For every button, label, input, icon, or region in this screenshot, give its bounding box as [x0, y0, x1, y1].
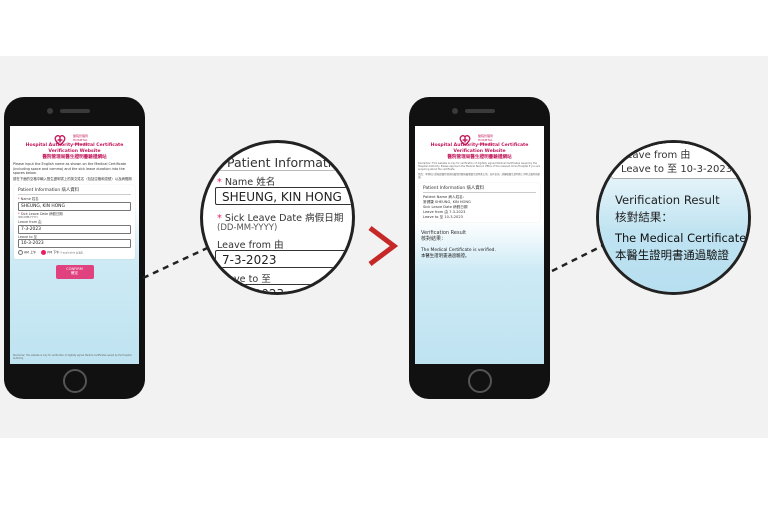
- name-input[interactable]: SHEUNG, KIN HONG: [18, 201, 131, 211]
- am-label: AM 上午: [24, 250, 37, 255]
- site-title-zh: 醫院管理局醫生證明書驗證網站: [42, 154, 107, 160]
- zoom-result-msg-zh: 本醫生證明書通過驗證: [615, 248, 729, 262]
- leave-to-label: Leave to 至: [18, 234, 38, 239]
- zoom-leave-from-input: 7-3-2023: [215, 250, 352, 268]
- required-icon: *: [18, 197, 21, 202]
- result-title-zh: 核對結果：: [421, 236, 447, 243]
- card-title: Patient Information 病人資料: [423, 186, 536, 194]
- site-title-en: Hospital Authority Medical Certificate V…: [25, 143, 124, 154]
- sick-leave-label: Sick Leave Date 病假日期: [423, 204, 468, 209]
- zoom-left-content: Patient Information * Name 姓名 SHEUNG, KI…: [203, 143, 352, 292]
- speaker: [464, 109, 495, 113]
- zoom-circle-right: Leave from 由 Leave to 至 10-3-2023 Verifi…: [596, 140, 751, 295]
- result-title-en: Verification Result: [421, 230, 467, 237]
- leave-to-input[interactable]: 10-3-2023: [18, 239, 131, 249]
- chevron-right-icon: [368, 226, 399, 266]
- instruction-zh: 請在下面的空格中輸入醫生證明書上的英文姓名（包括空格和逗號）以及病假期: [13, 177, 132, 181]
- dashed-line-left: [142, 241, 219, 280]
- confirm-button[interactable]: CONFIRM 確定: [55, 264, 94, 279]
- required-icon: *: [18, 211, 21, 216]
- patient-name-label: Patient Name 病人姓名：: [423, 195, 467, 200]
- site-title-en: Hospital Authority Medical Certificate V…: [430, 143, 529, 154]
- zoom-name-label: * Name 姓名: [217, 174, 275, 188]
- logo-text: 醫院管理局 HOSPITAL AUTHORITY: [478, 133, 496, 146]
- phone-left: 醫院管理局 HOSPITAL AUTHORITY Hospital Author…: [4, 97, 145, 399]
- leave-from-value: Leave from 由 7-3-2023: [423, 209, 466, 214]
- zoom-leave-from-label: Leave from 由: [217, 240, 284, 251]
- required-icon: *: [217, 177, 225, 188]
- ha-logo: 醫院管理局 HOSPITAL AUTHORITY: [415, 129, 544, 146]
- zoom-name-input: SHEUNG, KIN HONG: [215, 187, 352, 205]
- patient-info-card: Patient Information 病人資料 Patient Name 病人…: [419, 183, 540, 223]
- home-button[interactable]: [467, 369, 492, 393]
- zoom-divider: [203, 170, 352, 171]
- disclaimer-zh: 免責：本網站只供驗證醫院管理局簽發的數碼簽署醫生證明書之用。如有查詢，請聯絡醫生…: [418, 173, 540, 180]
- verification-result-message: The Medical Certificate is verified. 本醫生…: [421, 248, 538, 260]
- name-label: * Name 姓名: [18, 197, 131, 202]
- am-radio[interactable]: [18, 250, 23, 256]
- site-title-zh: 醫院管理局醫生證明書驗證網站: [447, 154, 512, 160]
- leave-from-input[interactable]: 7-3-2023: [18, 224, 131, 234]
- if-applicable-note: If applicable 如適用: [60, 251, 83, 255]
- zoom-leave-to: Leave to 至 10-3-2023: [621, 164, 733, 175]
- leave-to-value: Leave to 至 10-3-2023: [423, 214, 463, 219]
- result-msg-en: The Medical Certificate is verified.: [421, 248, 496, 254]
- zoom-right-content: Leave from 由 Leave to 至 10-3-2023 Verifi…: [599, 143, 748, 292]
- disclaimer-en: Disclaimer: This website is only for ver…: [418, 162, 541, 172]
- phone-right: 醫院管理局 HOSPITAL AUTHORITY Hospital Author…: [409, 97, 550, 399]
- disclaimer: Disclaimer: This website is only for ver…: [13, 354, 132, 361]
- result-msg-zh: 本醫生證明書通過驗證。: [421, 254, 470, 260]
- am-pm-radios: AM 上午 PM 下午 If applicable 如適用: [18, 250, 131, 256]
- camera: [46, 108, 53, 114]
- leave-from-label: Leave from 由: [18, 219, 42, 224]
- instruction-en: Please input the English name as shown o…: [13, 162, 127, 175]
- home-button[interactable]: [62, 369, 87, 393]
- patient-info-card: Patient Information 病人資料 * Name 姓名 SHEUN…: [14, 185, 135, 259]
- zoom-circle-left: Patient Information * Name 姓名 SHEUNG, KI…: [200, 140, 355, 295]
- zoom-sick-leave-label-text: Sick Leave Date 病假日期: [224, 213, 344, 224]
- zoom-result-title-zh: 核對結果：: [615, 210, 673, 224]
- pm-label: PM 下午: [47, 250, 60, 255]
- zoom-name-label-text: Name 姓名: [224, 177, 276, 188]
- zoom-leave-to-label: Leave to 至: [217, 274, 271, 285]
- screen-gradient: [415, 221, 544, 364]
- sick-leave-label: * Sick Leave Date 病假日期: [18, 212, 131, 217]
- ha-logo-icon: [54, 134, 66, 146]
- phone-right-screen: 醫院管理局 HOSPITAL AUTHORITY Hospital Author…: [415, 126, 544, 364]
- zoom-result-title-en: Verification Result: [615, 193, 720, 207]
- pm-radio[interactable]: [41, 250, 47, 256]
- speaker: [59, 109, 90, 113]
- patient-name-value: 常健康 SHEUNG, KIN HONG: [423, 200, 471, 205]
- confirm-label-en: CONFIRM: [66, 266, 83, 271]
- camera: [451, 108, 458, 114]
- zoom-sick-leave-label: * Sick Leave Date 病假日期: [217, 210, 343, 224]
- phone-left-screen: 醫院管理局 HOSPITAL AUTHORITY Hospital Author…: [10, 126, 139, 364]
- confirm-label-zh: 確定: [70, 271, 79, 276]
- sick-leave-label-text: Sick Leave Date 病假日期: [20, 211, 63, 216]
- verification-result-title: Verification Result 核對結果：: [421, 230, 538, 242]
- zoom-leave-from: Leave from 由: [621, 150, 691, 161]
- zoom-card-box: [611, 143, 748, 179]
- date-format-hint: (DD-MM-YYYY): [18, 215, 38, 220]
- ha-logo: 醫院管理局 HOSPITAL AUTHORITY: [10, 129, 139, 146]
- ha-logo-icon: [459, 134, 471, 146]
- required-icon: *: [217, 213, 225, 224]
- name-label-text: Name 姓名: [20, 197, 39, 202]
- zoom-heading: Patient Information: [227, 155, 347, 170]
- zoom-date-format: (DD-MM-YYYY): [217, 223, 278, 233]
- card-title: Patient Information 病人資料: [18, 188, 131, 196]
- zoom-result-msg-en: The Medical Certificate: [615, 231, 747, 245]
- logo-text: 醫院管理局 HOSPITAL AUTHORITY: [73, 133, 91, 146]
- zoom-leave-to-input: 10-3-2023: [215, 284, 352, 292]
